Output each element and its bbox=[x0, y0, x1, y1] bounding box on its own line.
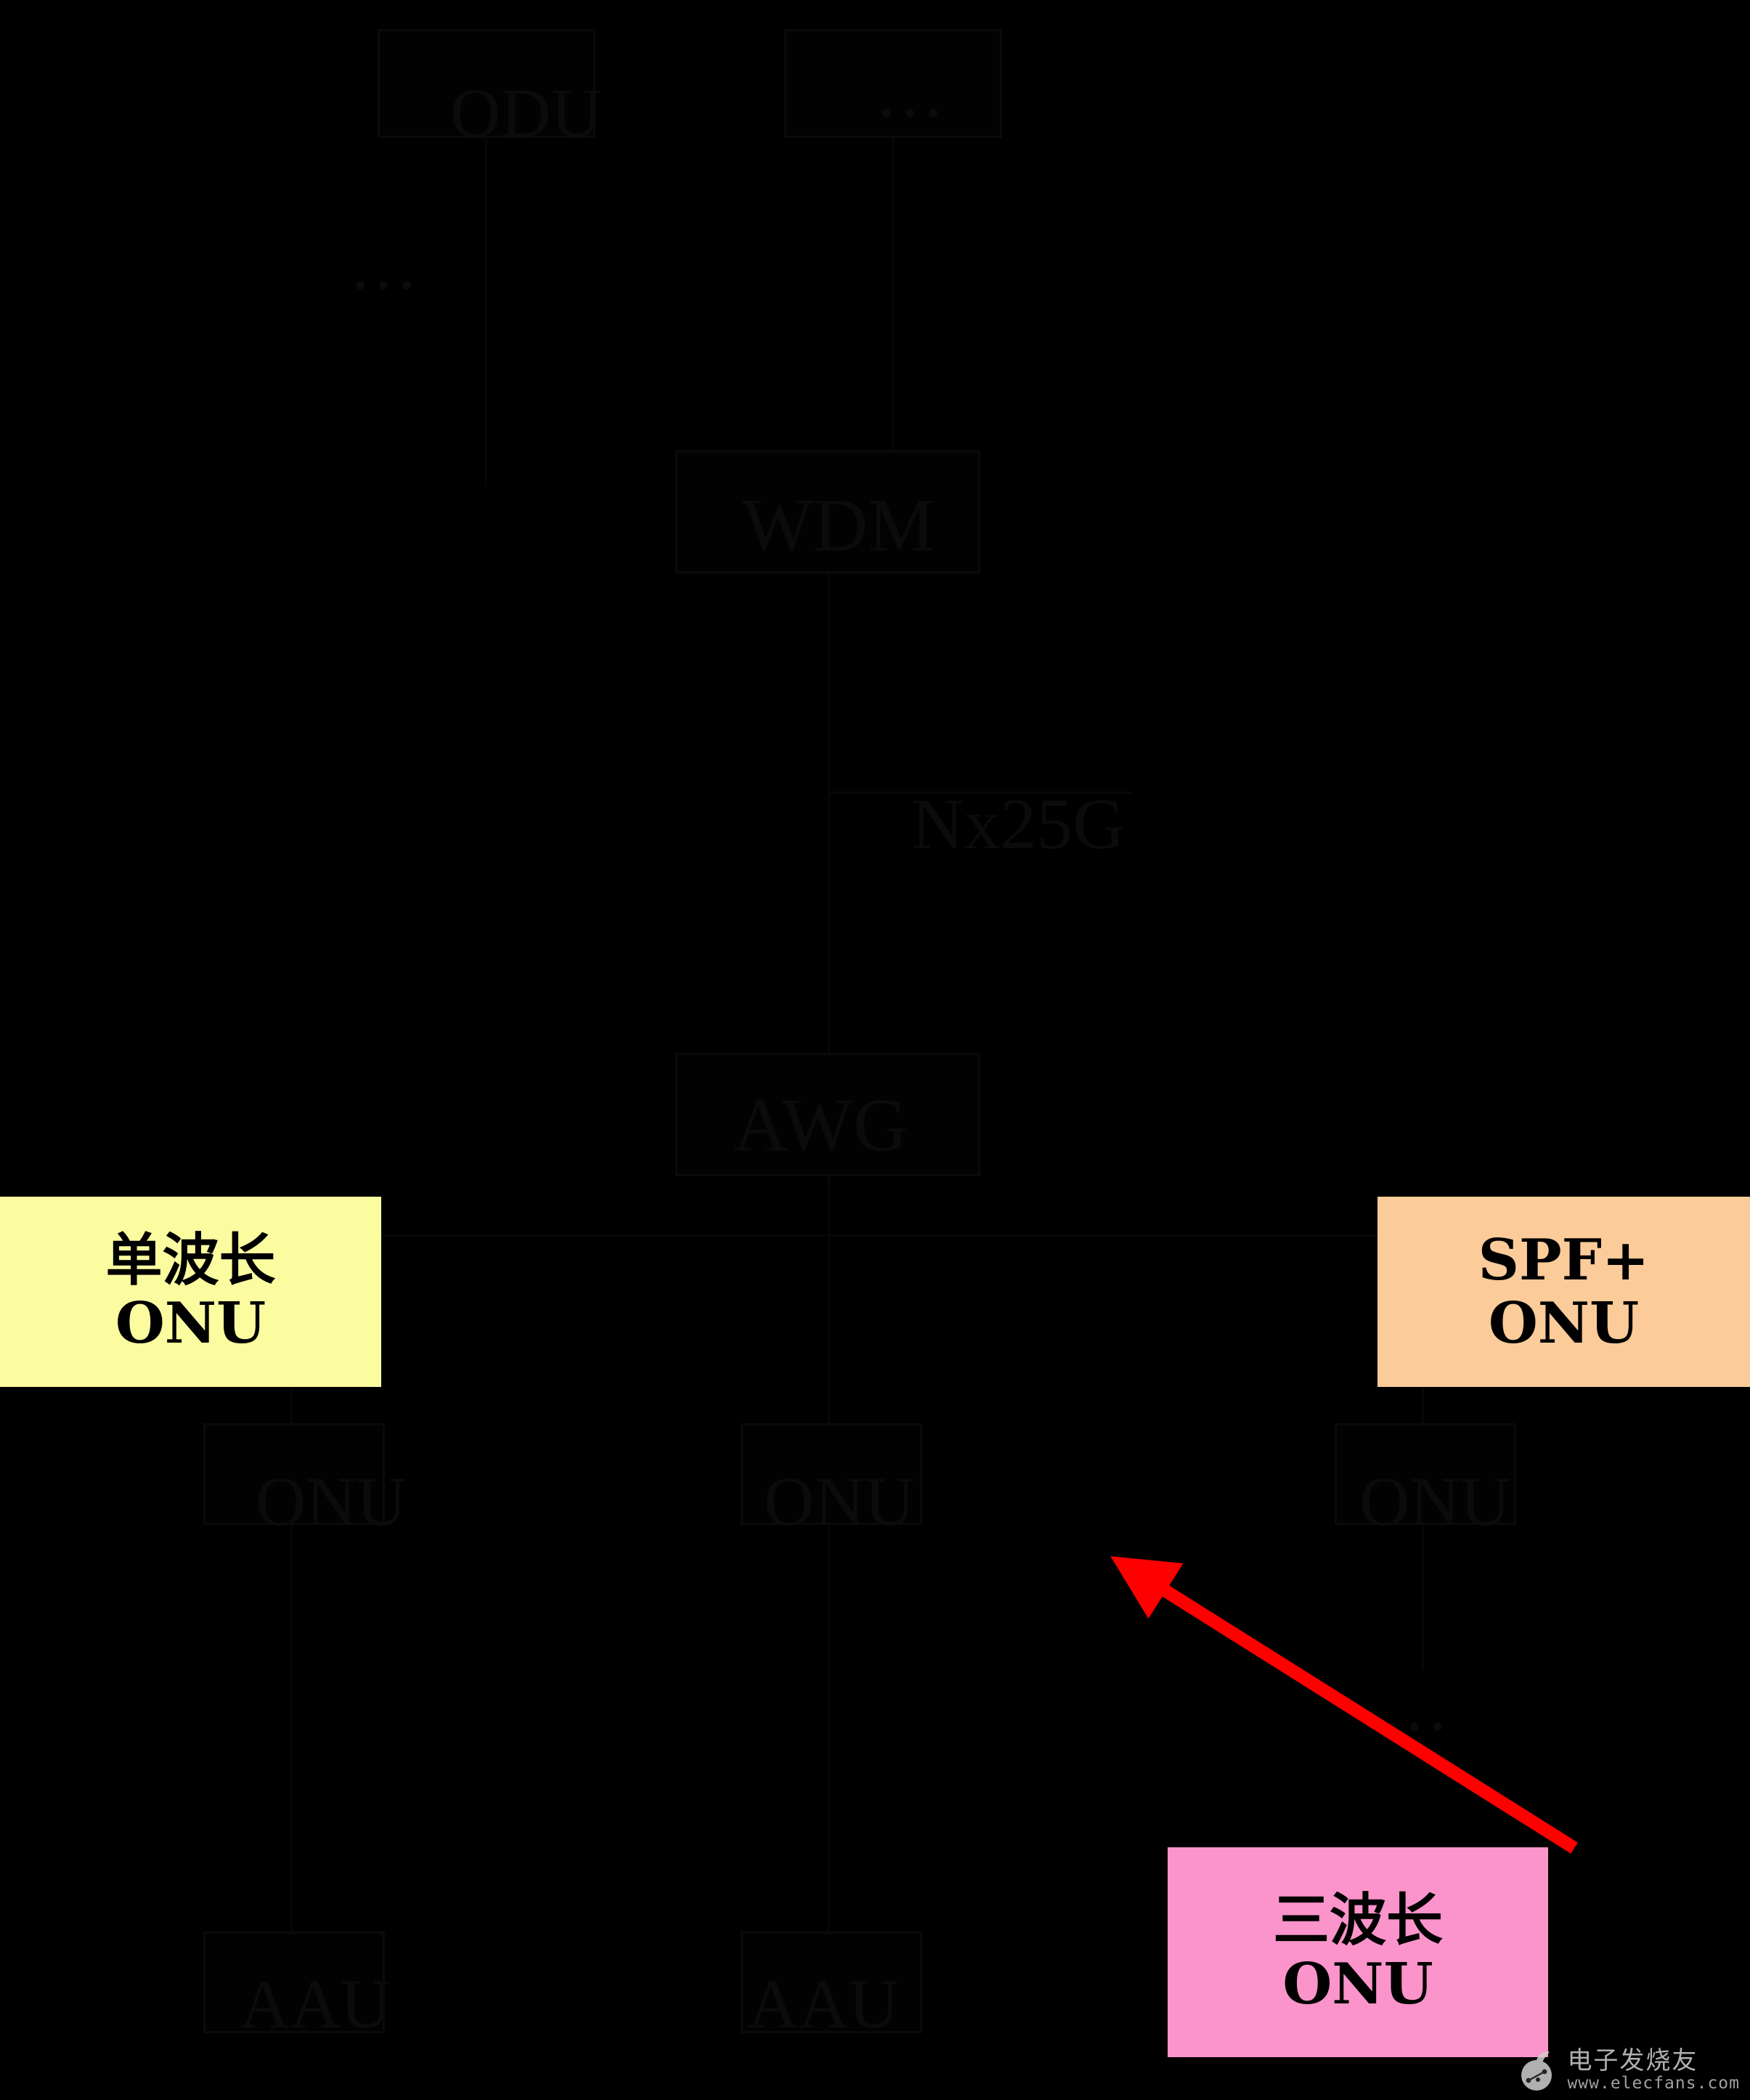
trunk-line bbox=[485, 138, 487, 487]
diagram-label-awg: AWG bbox=[733, 1083, 908, 1167]
nx25g-link bbox=[828, 791, 1133, 794]
callout-single-wavelength-onu[interactable]: 单波长 ONU bbox=[0, 1197, 381, 1387]
elecfans-logo-icon bbox=[1521, 2051, 1552, 2091]
callout-sfp-plus-onu[interactable]: SPF+ ONU bbox=[1377, 1197, 1750, 1387]
aau-node-box-left bbox=[203, 1932, 385, 2033]
drop-line bbox=[828, 1525, 830, 1932]
diagram-label-onu-right: ONU bbox=[1359, 1462, 1510, 1540]
watermark-brand: 电子发烧友 bbox=[1567, 2046, 1698, 2076]
diagram-label-onu-left: ONU bbox=[256, 1462, 407, 1540]
diagram-label-dots-top: ··· bbox=[875, 74, 945, 152]
diagram-label-dots-right: ··· bbox=[1380, 1688, 1449, 1765]
callout-line-1: 三波长 bbox=[1272, 1887, 1443, 1954]
diagram-label-aau-mid: AAU bbox=[748, 1965, 899, 2043]
callout-line-2: ONU bbox=[1282, 1950, 1433, 2017]
trunk-line bbox=[828, 574, 830, 791]
drop-line bbox=[290, 1525, 293, 1932]
callout-line-2: ONU bbox=[1488, 1290, 1640, 1356]
onu-node-box-left bbox=[203, 1423, 385, 1525]
onu-node-box-mid bbox=[741, 1423, 922, 1525]
odu-node-box bbox=[378, 29, 595, 138]
red-pointer-arrow bbox=[1110, 1556, 1578, 1854]
diagram-label-wdm: WDM bbox=[742, 484, 935, 567]
callout-line-1: SPF+ bbox=[1478, 1226, 1650, 1293]
odu-node-box-2 bbox=[784, 29, 1002, 138]
callout-line-2: ONU bbox=[115, 1290, 266, 1356]
diagram-label-odu: ODU bbox=[450, 74, 601, 152]
drop-line bbox=[828, 1234, 830, 1423]
callout-tri-wavelength-onu[interactable]: 三波长 ONU bbox=[1168, 1847, 1548, 2057]
awg-node-box bbox=[675, 1053, 980, 1176]
wdm-node-box bbox=[675, 450, 980, 574]
watermark-url: www.elecfans.com bbox=[1567, 2073, 1740, 2093]
diagram-label-nx25g: Nx25G bbox=[911, 784, 1126, 864]
elecfans-watermark: 电子发烧友 www.elecfans.com bbox=[1515, 2048, 1740, 2093]
diagram-label-dots-mid-l: ··· bbox=[349, 246, 418, 324]
distribution-bus bbox=[290, 1234, 1423, 1237]
trunk-line bbox=[892, 138, 894, 487]
drop-line bbox=[1422, 1525, 1424, 1670]
diagram-label-aau-left: AAU bbox=[240, 1965, 391, 2043]
trunk-line bbox=[828, 1176, 830, 1234]
callout-line-1: 单波长 bbox=[105, 1226, 276, 1293]
diagram-label-onu-mid: ONU bbox=[764, 1462, 915, 1540]
trunk-line bbox=[828, 791, 830, 1082]
onu-node-box-right bbox=[1335, 1423, 1516, 1525]
aau-node-box-mid bbox=[741, 1932, 922, 2033]
